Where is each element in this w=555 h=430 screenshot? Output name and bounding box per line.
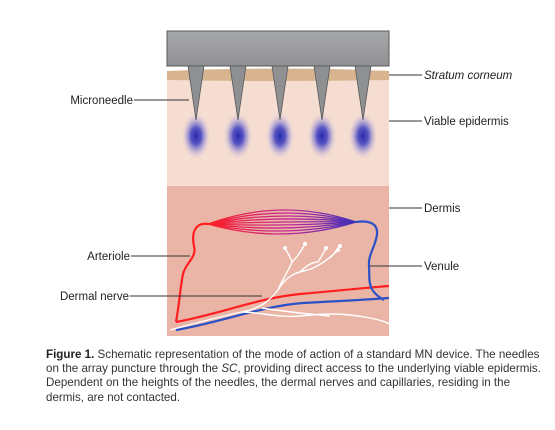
caption-text-part-1: Schematic representation of the mode of …: [46, 348, 540, 376]
nerve-ending: [283, 246, 287, 250]
label-dermal-nerve: Dermal nerve: [60, 291, 129, 303]
label-arteriole: Arteriole: [87, 251, 130, 263]
microneedle-2: [229, 65, 247, 121]
nerve-ending: [338, 244, 342, 248]
label-stratum-corneum: Stratum corneum: [424, 70, 513, 82]
label-dermis: Dermis: [424, 203, 461, 215]
drug-spot-5: [348, 112, 378, 160]
capillary-bed: [207, 209, 357, 235]
microneedle-array-base: [166, 30, 390, 67]
nerve-endings: [283, 242, 342, 252]
label-venule: Venule: [424, 261, 459, 273]
drug-spot-3: [265, 112, 295, 160]
microneedle-4: [313, 65, 331, 121]
dermis-layer: [167, 186, 389, 336]
caption-title: Figure 1.: [46, 348, 95, 361]
drug-spots: [181, 112, 378, 160]
microneedle-3: [271, 65, 289, 121]
leader-lines: [130, 74, 422, 297]
microneedle-5: [354, 65, 372, 121]
drug-spot-4: [307, 112, 337, 160]
venule-horizontal: [175, 296, 389, 332]
drug-spot-1: [181, 112, 211, 160]
caption-text-abbrev: SC: [221, 362, 238, 376]
nerve-ending: [324, 246, 328, 250]
label-microneedle: Microneedle: [70, 95, 133, 107]
arteriole-vessel: [174, 222, 209, 323]
label-viable-epidermis: Viable epidermis: [424, 116, 509, 128]
microneedles: [187, 65, 372, 121]
microneedle-1: [187, 65, 205, 121]
nerve-ending: [303, 242, 307, 246]
figure-caption: Figure 1. Schematic representation of th…: [46, 348, 546, 405]
nerve-ending: [336, 248, 340, 252]
drug-spot-2: [223, 112, 253, 160]
microneedle-schematic: Microneedle Stratum corneum Viable epide…: [60, 30, 513, 336]
arteriole-horizontal: [175, 284, 389, 324]
venule-vessel: [355, 220, 385, 301]
caption-text-part-3: , providing direct access to the underly…: [46, 362, 541, 404]
